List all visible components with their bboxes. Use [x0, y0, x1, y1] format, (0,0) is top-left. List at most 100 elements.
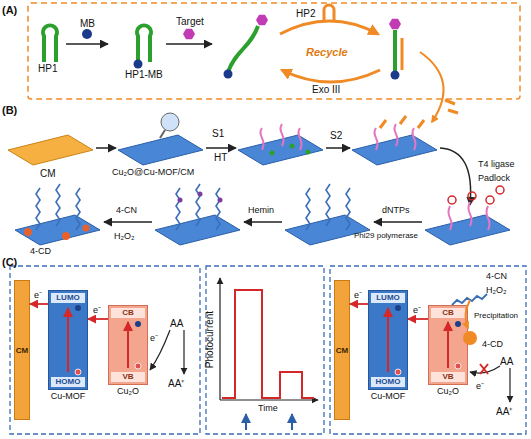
oxidation-arrow — [509, 368, 510, 402]
annotation-label: S1 — [212, 128, 224, 139]
annotation-label: Exo III — [312, 84, 340, 95]
material-name: Cu-MOF — [349, 391, 427, 401]
magnetic-bead — [134, 60, 143, 69]
annotation-label: Phi29 polymerase — [354, 232, 418, 241]
rca-product — [176, 184, 220, 230]
time-axis — [220, 399, 318, 400]
probe-strand — [393, 30, 397, 72]
annotation-label: (B) — [2, 104, 17, 116]
magnifier — [161, 113, 179, 131]
material-name: Cu₂O — [409, 386, 487, 396]
modified-surface — [238, 135, 323, 165]
magnetic-bead — [391, 71, 400, 80]
padlock-probe — [448, 196, 456, 204]
edge-label: e⁻ — [34, 291, 42, 301]
annotation-label: Cu₂O@Cu-MOF/CM — [112, 168, 194, 178]
level-label: HOMO — [371, 377, 405, 387]
level-label: VB — [111, 372, 145, 382]
step-arrow — [104, 221, 152, 223]
released-strands — [445, 100, 458, 113]
padlock-probe — [496, 186, 504, 194]
rca-product — [306, 184, 350, 230]
level-label: VB — [431, 372, 465, 382]
electron-transfer-arrow — [350, 303, 368, 305]
modified-surface — [15, 215, 100, 245]
annotation-label: T4 ligase — [478, 160, 515, 170]
step-arrow — [374, 221, 422, 223]
magnetic-bead — [224, 70, 233, 79]
target-hexagon — [389, 19, 401, 29]
rca-product — [36, 184, 80, 230]
hp2-strand — [401, 38, 404, 70]
step-arrow — [326, 147, 350, 149]
modified-surface — [425, 215, 510, 245]
magnetic-bead — [82, 29, 92, 39]
panel-frame — [28, 3, 520, 99]
level-label: LUMO — [51, 293, 85, 303]
level-label: CB — [431, 308, 465, 318]
annotation-label: CM — [40, 168, 56, 179]
padlock-probe — [468, 192, 476, 200]
current-axis — [219, 278, 220, 400]
ht-blocker — [290, 144, 295, 149]
annotation-label: Recycle — [306, 46, 348, 58]
annotation-label: AA — [500, 356, 513, 367]
edge-label: e⁻ — [93, 306, 101, 316]
level-label: CB — [111, 308, 145, 318]
annotation-label: 4-CD — [482, 340, 503, 350]
opened-probe — [228, 26, 258, 72]
annotation-label: AA — [170, 318, 183, 329]
annotation-label: Precipitation — [474, 312, 518, 321]
step-arrow — [66, 43, 108, 45]
energy-band-box: CBVBCu₂O — [108, 305, 148, 385]
step-arrow — [206, 147, 236, 149]
ht-blocker — [270, 151, 275, 156]
panel-frame — [330, 266, 526, 434]
edge-label: e⁻ — [413, 306, 421, 316]
level-label: CM — [11, 346, 33, 355]
hairpin-probe — [324, 5, 334, 20]
annotation-label: Hemin — [248, 206, 274, 216]
modified-surface — [118, 135, 203, 165]
annotation-label: Padlock — [478, 174, 510, 184]
dna-spiral — [452, 294, 487, 305]
annotation-label: AA⁺ — [496, 406, 512, 417]
donor-arrow — [150, 330, 170, 370]
level-label: HOMO — [51, 377, 85, 387]
axis-label: Photocurrent — [204, 305, 215, 375]
energy-band-box: LUMOHOMOCu-MOF — [368, 290, 408, 390]
step-arrow — [440, 148, 471, 205]
target-hexagon — [183, 29, 195, 39]
hemin-dot — [218, 198, 223, 203]
annotation-label: HP1-MB — [125, 69, 163, 80]
precipitate-blob — [24, 228, 32, 236]
edge-label: e⁻ — [354, 291, 362, 301]
annotation-label: 4-CD — [30, 247, 51, 257]
step-arrow — [244, 221, 282, 223]
modified-surface — [285, 215, 370, 245]
energy-band-box: LUMOHOMOCu-MOF — [48, 290, 88, 390]
annotation-label: (C) — [2, 256, 17, 268]
annotation-label: (A) — [2, 4, 17, 16]
annotation-label: Time — [258, 404, 278, 414]
electron-transfer-arrow — [30, 303, 48, 305]
annotation-label: 4-CN — [486, 272, 507, 282]
step-arrow — [166, 43, 212, 45]
material-name: Cu₂O — [89, 386, 167, 396]
panel-frame — [10, 266, 200, 434]
capture-strands — [261, 124, 302, 150]
recycle-arrow — [280, 21, 378, 34]
material-name: Cu-MOF — [29, 391, 107, 401]
capture-strands — [449, 202, 490, 230]
padlock-probe — [486, 196, 494, 204]
level-label: LUMO — [371, 293, 405, 303]
annotation-label: Target — [176, 16, 204, 27]
state-arrow — [245, 414, 247, 430]
magnifier-handle — [160, 130, 165, 138]
annotation-label: e⁻ — [150, 334, 158, 344]
precipitate-blob — [62, 232, 70, 240]
panel-frame — [206, 266, 324, 434]
hairpin-probe — [137, 25, 151, 62]
hemin-dot — [178, 198, 183, 203]
